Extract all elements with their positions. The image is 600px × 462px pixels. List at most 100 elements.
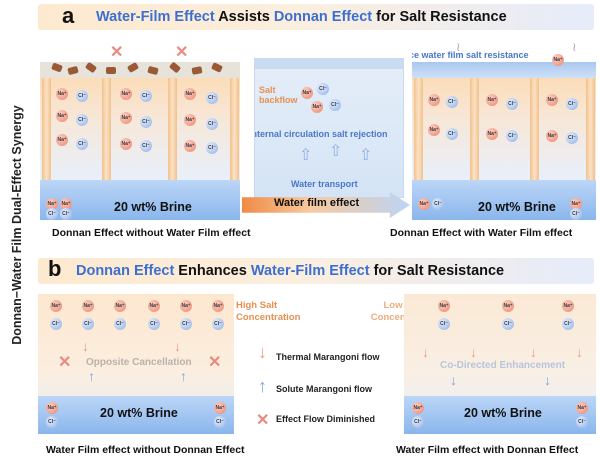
cl-ion: Cl⁻ <box>329 99 341 111</box>
panel-b-right-caption: Water Film effect with Donnan Effect <box>396 444 579 456</box>
na-ion: Na⁺ <box>502 300 514 312</box>
legend-solute: Solute Marangoni flow <box>276 384 372 394</box>
panel-b-title-1: Donnan Effect <box>76 263 175 279</box>
brine-reservoir <box>404 396 596 434</box>
down-arrow-icon: ↓ <box>82 338 89 354</box>
na-ion: Na⁺ <box>428 124 440 136</box>
cl-ion: Cl⁻ <box>317 83 329 95</box>
diminished-cross-icon: ✕ <box>208 354 222 371</box>
na-ion: Na⁺ <box>562 300 574 312</box>
panel-a-letter: a <box>62 3 75 28</box>
cl-ion: Cl⁻ <box>438 318 450 330</box>
brine-reservoir <box>40 180 240 220</box>
na-ion: Na⁺ <box>214 402 226 414</box>
na-ion: Na⁺ <box>46 198 58 210</box>
na-ion: Na⁺ <box>56 134 68 146</box>
panel-a-title: Water-Film Effect Assists Donnan Effect … <box>96 9 507 25</box>
na-ion: Na⁺ <box>120 88 132 100</box>
cl-ion: Cl⁻ <box>114 318 126 330</box>
cl-ion: Cl⁻ <box>212 318 224 330</box>
vapor-icon: ≀ <box>572 40 577 54</box>
high-salt-label: High Salt Concentration <box>236 300 301 323</box>
blocked-cross-icon: ✕ <box>175 44 189 61</box>
na-ion: Na⁺ <box>184 88 196 100</box>
na-ion: Na⁺ <box>570 198 582 210</box>
cl-ion: Cl⁻ <box>562 318 574 330</box>
cl-ion: Cl⁻ <box>140 140 152 152</box>
na-ion: Na⁺ <box>184 140 196 152</box>
diminished-cross-icon: ✕ <box>58 354 72 371</box>
na-ion: Na⁺ <box>552 54 564 66</box>
na-ion: Na⁺ <box>486 94 498 106</box>
na-ion: Na⁺ <box>56 88 68 100</box>
cl-ion: Cl⁻ <box>140 116 152 128</box>
channel-wall <box>414 78 423 180</box>
water-transport-label: Water transport <box>291 179 358 189</box>
side-label: Donnan−Water Film Dual-Effect Synergy <box>4 60 30 390</box>
brine-label: 20 wt% Brine <box>100 406 178 420</box>
na-ion: Na⁺ <box>418 198 430 210</box>
surface-film <box>255 59 403 69</box>
down-arrow-icon: ↓ <box>174 338 181 354</box>
na-ion: Na⁺ <box>428 94 440 106</box>
cl-ion: Cl⁻ <box>412 416 424 428</box>
cl-ion: Cl⁻ <box>76 114 88 126</box>
channel-wall <box>586 78 595 180</box>
na-ion: Na⁺ <box>486 128 498 140</box>
channel-wall <box>42 78 51 180</box>
solute-marangoni-icon: ↑ <box>258 376 267 396</box>
panel-a-center-schematic: Na⁺ Cl⁻ Na⁺ Cl⁻ Salt backflow Internal c… <box>254 58 404 198</box>
panel-a-header <box>38 4 594 30</box>
cl-ion: Cl⁻ <box>446 128 458 140</box>
panel-a-title-3: Donnan Effect <box>273 9 373 25</box>
cl-ion: Cl⁻ <box>46 208 58 220</box>
cl-ion: Cl⁻ <box>214 416 226 428</box>
na-ion: Na⁺ <box>438 300 450 312</box>
water-film-effect-label: Water film effect <box>274 197 360 209</box>
na-ion: Na⁺ <box>184 114 196 126</box>
legend-diminished: Effect Flow Diminished <box>276 414 376 424</box>
na-ion: Na⁺ <box>212 300 224 312</box>
na-ion: Na⁺ <box>546 130 558 142</box>
up-arrow-icon: ↑ <box>88 368 95 384</box>
down-arrow-icon: ↓ <box>470 344 477 360</box>
down-arrow-icon: ↓ <box>450 372 457 388</box>
na-ion: Na⁺ <box>546 94 558 106</box>
down-arrow-icon: ↓ <box>422 344 429 360</box>
cl-ion: Cl⁻ <box>180 318 192 330</box>
effect-diminished-icon: ✕ <box>256 412 270 429</box>
blocked-cross-icon: ✕ <box>110 44 124 61</box>
cl-ion: Cl⁻ <box>206 92 218 104</box>
surface-water-film <box>412 62 596 78</box>
surface-film-label: Surface water film salt resistance <box>412 50 529 60</box>
cl-ion: Cl⁻ <box>206 118 218 130</box>
na-ion: Na⁺ <box>56 110 68 122</box>
channel-wall <box>102 78 111 180</box>
na-ion: Na⁺ <box>180 300 192 312</box>
cl-ion: Cl⁻ <box>432 198 444 210</box>
cl-ion: Cl⁻ <box>82 318 94 330</box>
membrane-body <box>412 78 596 180</box>
thermal-marangoni-icon: ↓ <box>258 342 267 362</box>
cl-ion: Cl⁻ <box>566 132 578 144</box>
channel-wall <box>530 78 539 180</box>
salt-backflow-label: Salt backflow <box>259 85 298 105</box>
cl-ion: Cl⁻ <box>446 96 458 108</box>
na-ion: Na⁺ <box>148 300 160 312</box>
cl-ion: Cl⁻ <box>50 318 62 330</box>
cl-ion: Cl⁻ <box>206 142 218 154</box>
channel-wall <box>168 78 177 180</box>
na-ion: Na⁺ <box>311 101 323 113</box>
panel-b-title-4: for Salt Resistance <box>369 263 505 279</box>
side-label-text: Donnan−Water Film Dual-Effect Synergy <box>10 105 24 345</box>
up-arrow-icon: ⇧ <box>359 147 373 164</box>
na-ion: Na⁺ <box>50 300 62 312</box>
down-arrow-icon: ↓ <box>544 372 551 388</box>
brine-label: 20 wt% Brine <box>478 200 556 214</box>
cl-ion: Cl⁻ <box>46 416 58 428</box>
na-ion: Na⁺ <box>576 402 588 414</box>
up-arrow-icon: ⇧ <box>299 147 313 164</box>
cl-ion: Cl⁻ <box>76 138 88 150</box>
na-ion: Na⁺ <box>412 402 424 414</box>
na-ion: Na⁺ <box>120 112 132 124</box>
